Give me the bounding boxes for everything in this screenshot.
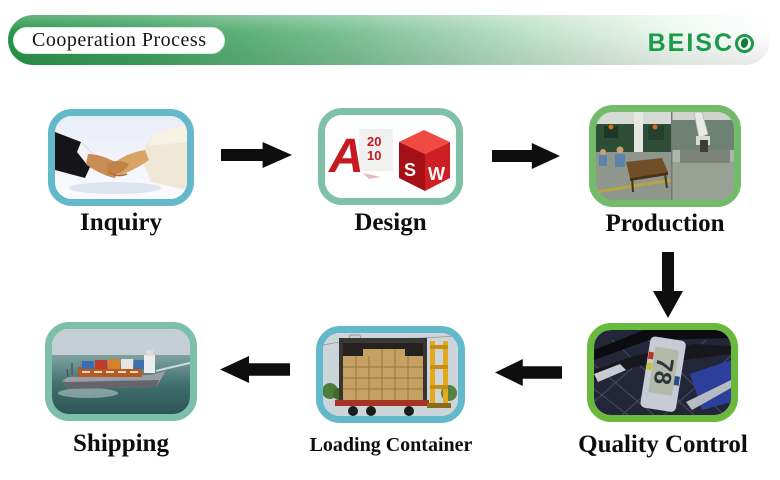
handshake-photo xyxy=(55,116,187,199)
step-loading-container-label: Loading Container xyxy=(309,434,473,456)
step-inquiry-label: Inquiry xyxy=(80,209,162,236)
arrow-down-icon xyxy=(653,252,683,318)
brand-o-icon xyxy=(735,34,754,53)
solidworks-letter-s: S xyxy=(404,160,416,180)
step-shipping-image-frame xyxy=(45,322,197,421)
step-quality-control-image-frame: 78 xyxy=(587,323,738,422)
digital-caliper-photo: 78 xyxy=(594,330,731,415)
caliper-reading: 78 xyxy=(648,356,679,387)
yellow-lift xyxy=(427,341,451,408)
solidworks-logo: S W xyxy=(399,130,450,191)
container-stacks xyxy=(78,359,144,377)
brand-logo: BEISC xyxy=(648,29,754,58)
arrow-right-icon xyxy=(221,142,292,168)
arrow-right-icon xyxy=(492,143,560,169)
step-inquiry-image-frame xyxy=(48,109,194,206)
cargo-ship-photo xyxy=(52,329,190,414)
step-quality-control-label: Quality Control xyxy=(578,431,748,458)
caliper-display-unit: 78 xyxy=(640,336,686,412)
solidworks-letter-w: W xyxy=(428,164,445,184)
autocad-logo: 20 10 A xyxy=(328,129,393,183)
step-shipping-label: Shipping xyxy=(73,430,169,457)
autocad-letter: A xyxy=(328,130,364,183)
factory-photo xyxy=(596,112,734,200)
step-loading-container-image-frame xyxy=(316,326,465,423)
step-design-label: Design xyxy=(354,209,427,236)
arrow-left-icon xyxy=(220,356,290,383)
arrow-left-icon xyxy=(495,359,562,386)
autocad-year-top: 20 xyxy=(367,134,381,149)
autocad-solidworks-logos: 20 10 A S W xyxy=(325,115,456,198)
container-truck-photo xyxy=(323,333,458,416)
step-design-image-frame: 20 10 A S W xyxy=(318,108,463,205)
autocad-year-bottom: 10 xyxy=(367,148,381,163)
header-bar: Cooperation Process BEISC xyxy=(8,15,770,65)
step-production-label: Production xyxy=(605,210,725,237)
page-title-pill: Cooperation Process xyxy=(13,27,226,54)
step-production-image-frame xyxy=(589,105,741,207)
brand-text: BEISC xyxy=(647,29,734,57)
page-title: Cooperation Process xyxy=(32,29,207,51)
